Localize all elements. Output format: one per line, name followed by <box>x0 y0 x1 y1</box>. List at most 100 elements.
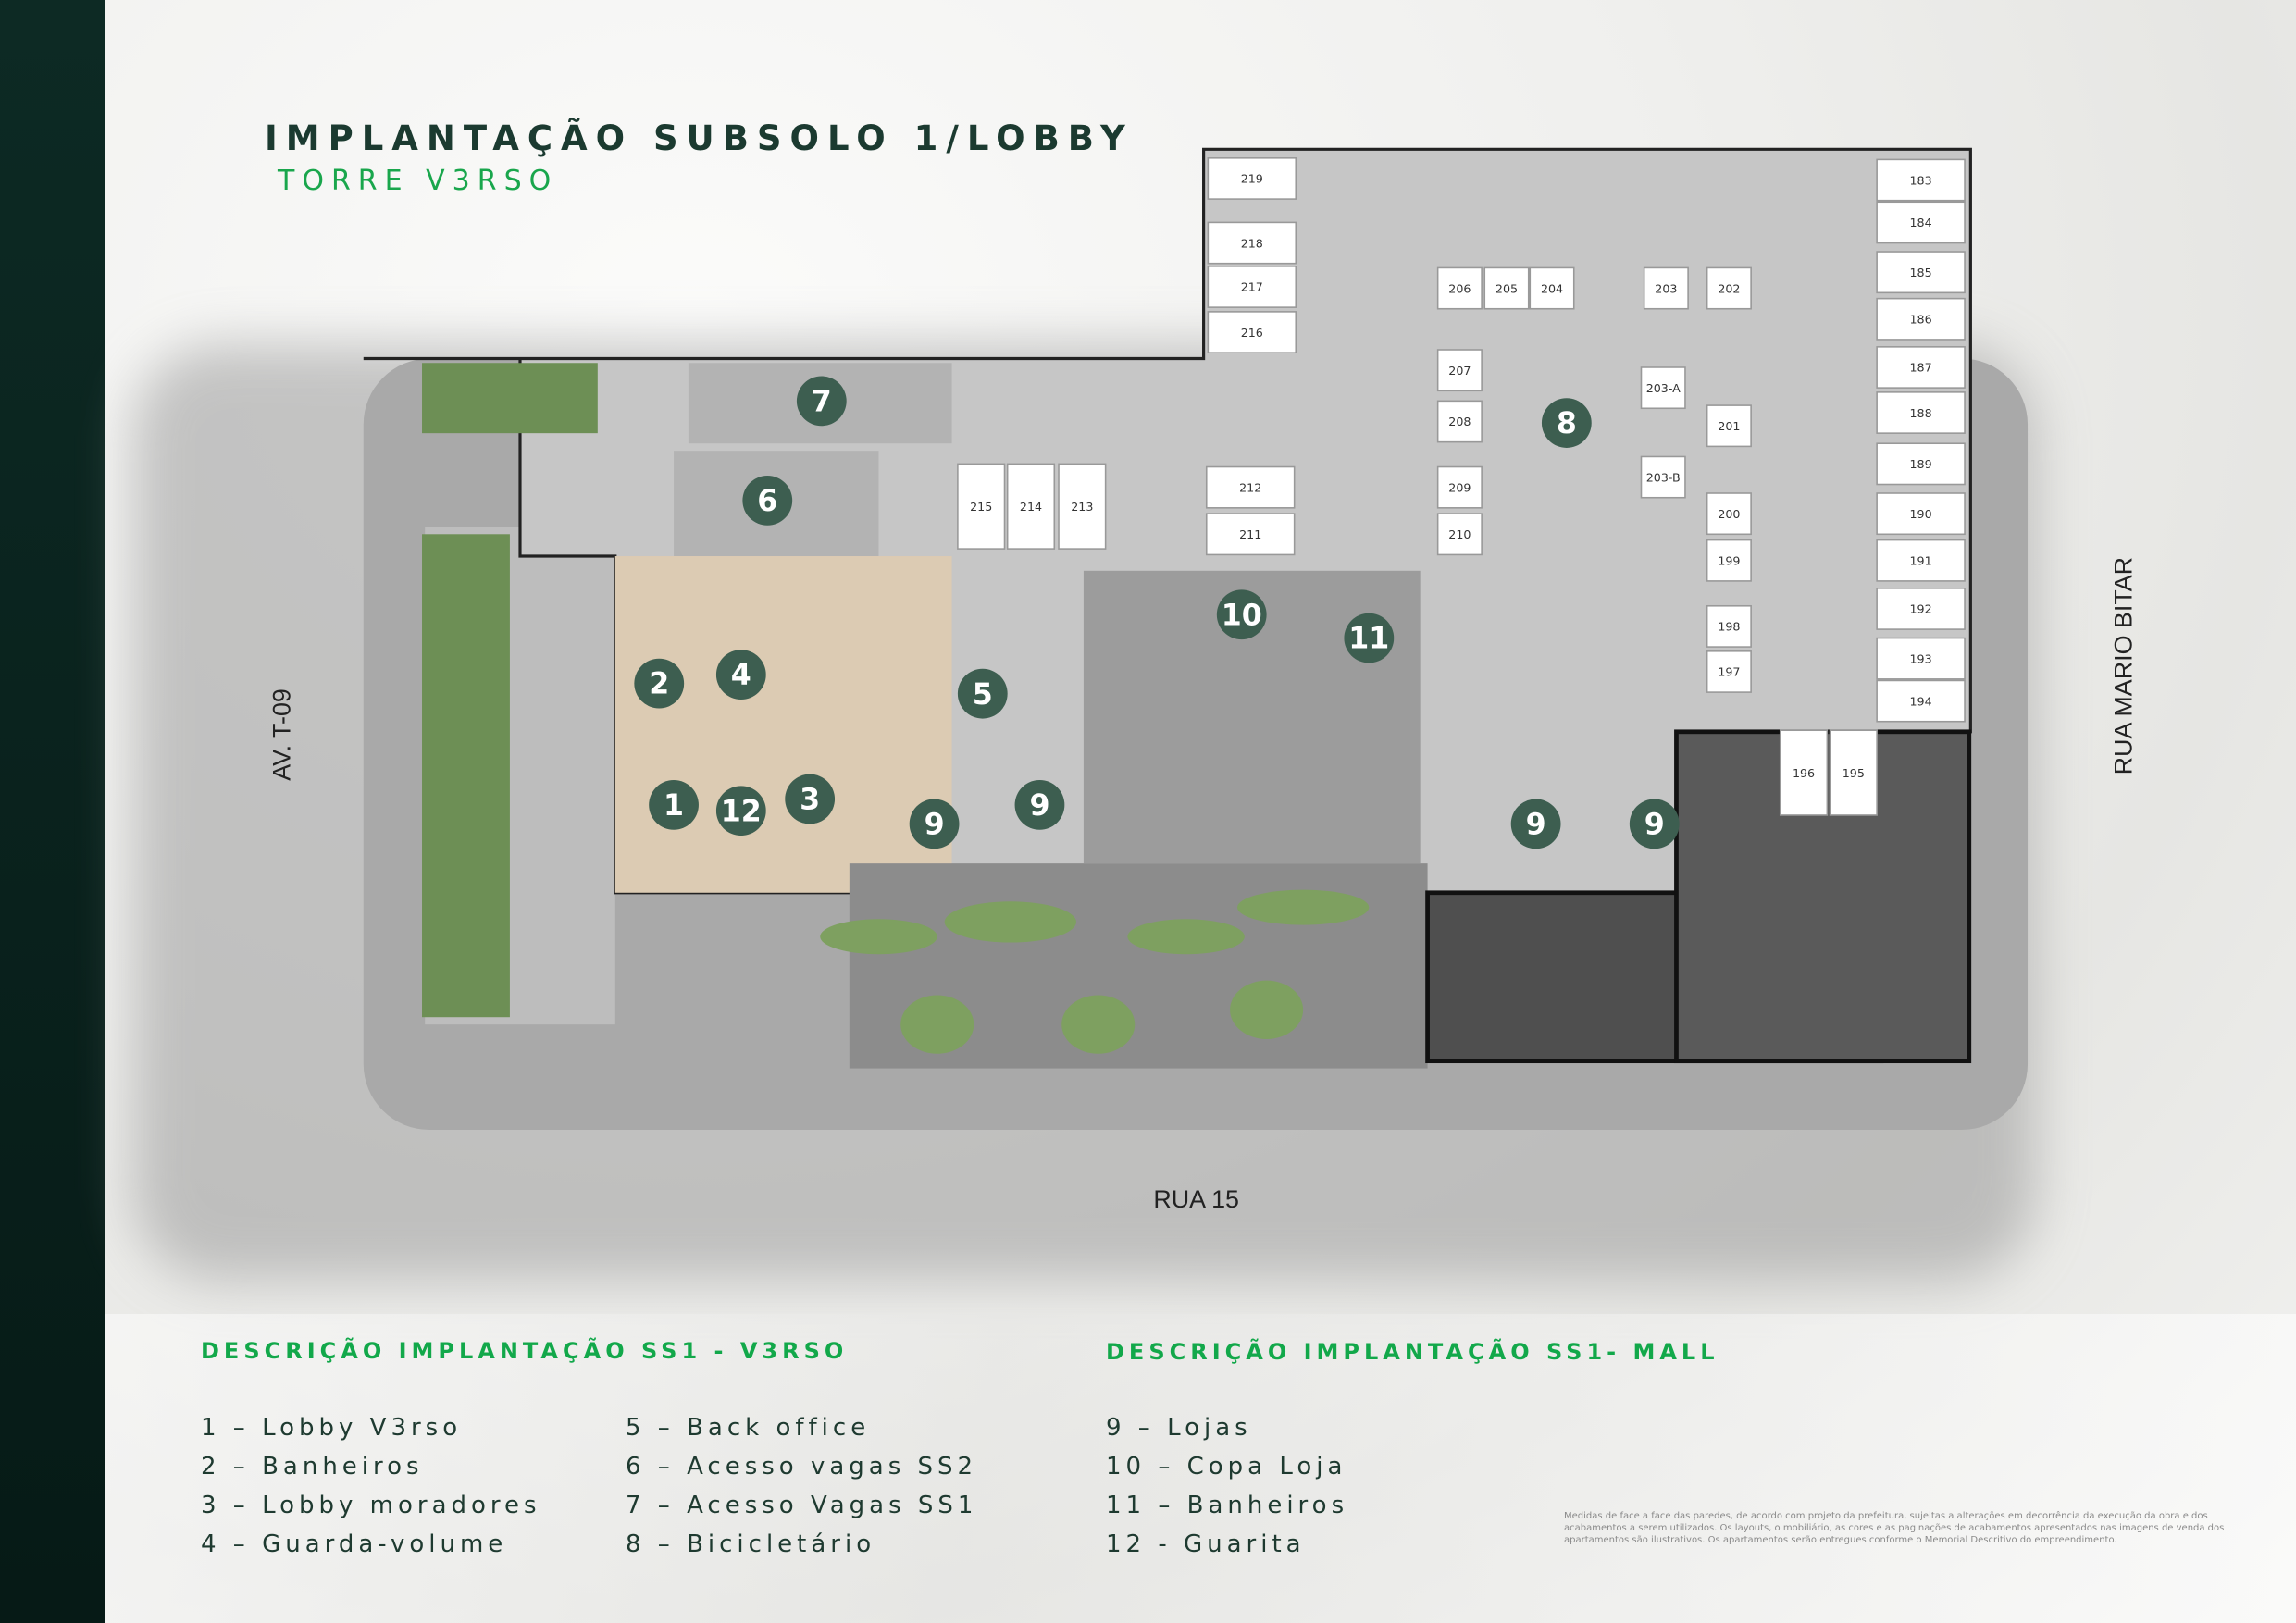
parking-spot-number: 205 <box>1496 281 1518 295</box>
legend-heading-mall: DESCRIÇÃO IMPLANTAÇÃO SS1- MALL <box>1106 1339 1719 1365</box>
parking-spot <box>1706 539 1752 582</box>
area-marker <box>742 476 793 526</box>
area-marker-number: 6 <box>757 485 777 518</box>
area-marker <box>785 774 836 824</box>
parking-spot-number: 203-B <box>1646 470 1681 484</box>
parking-spot <box>1876 346 1966 389</box>
area-marker-number: 2 <box>649 668 669 701</box>
page-subtitle: TORRE V3RSO <box>278 165 559 197</box>
parking-spot <box>1006 463 1056 550</box>
parking-spot <box>1779 729 1829 816</box>
area-marker-number: 3 <box>800 784 820 817</box>
parking-spot-number: 197 <box>1718 665 1740 679</box>
parking-spot-number: 192 <box>1910 602 1932 616</box>
area-marker-number: 7 <box>812 385 832 418</box>
sidebar-band <box>0 0 105 1623</box>
parking-spot <box>1483 266 1530 310</box>
parking-spot <box>1436 513 1483 556</box>
parking-spot-number: 203 <box>1655 281 1677 295</box>
area-marker-number: 9 <box>1526 809 1546 842</box>
parking-spot <box>1829 729 1878 816</box>
parking-spot <box>1205 513 1296 556</box>
parking-spot <box>1207 266 1297 308</box>
parking-spot <box>1058 463 1107 550</box>
area-marker <box>715 786 766 836</box>
parking-spot-number: 183 <box>1910 173 1932 187</box>
legend-item: 9 – Lojas <box>1106 1414 1252 1442</box>
parking-spot-number: 216 <box>1241 326 1263 340</box>
page-title: IMPLANTAÇÃO SUBSOLO 1/LOBBY <box>265 118 1134 158</box>
parking-spot <box>1706 404 1752 448</box>
parking-spot-number: 219 <box>1241 172 1263 186</box>
parking-spot-number: 193 <box>1910 651 1932 665</box>
parking-spot-number: 190 <box>1910 507 1932 521</box>
area-marker <box>796 376 847 427</box>
area-marker-number: 8 <box>1557 407 1577 440</box>
legend-item: 2 – Banheiros <box>201 1453 424 1481</box>
parking-spot-number: 201 <box>1718 419 1740 433</box>
garden-left <box>422 534 510 1018</box>
parking-spot-number: 203-A <box>1646 381 1681 395</box>
area-marker-number: 4 <box>731 659 751 692</box>
legend-item: 8 – Bicicletário <box>626 1530 876 1558</box>
parking-spot <box>1706 266 1752 310</box>
street-label-rua-15: RUA 15 <box>1153 1185 1239 1213</box>
parking-spot-number: 184 <box>1910 216 1932 229</box>
area-marker <box>1344 613 1395 663</box>
parking-spot <box>1876 679 1966 723</box>
parking-spot <box>1706 492 1752 536</box>
parking-spot <box>1207 311 1297 353</box>
parking-spot <box>1436 266 1483 310</box>
parking-spot-number: 191 <box>1910 553 1932 567</box>
parking-spot <box>1876 251 1966 294</box>
area-marker <box>1629 799 1680 849</box>
area-marker <box>715 650 766 700</box>
lobby-floor <box>614 556 952 893</box>
parking-spot-number: 206 <box>1448 281 1471 295</box>
parking-spot-number: 185 <box>1910 266 1932 279</box>
legend-item: 3 – Lobby moradores <box>201 1492 541 1519</box>
adjacent-block-2 <box>1674 729 1972 1064</box>
area-marker-number: 1 <box>664 789 684 823</box>
legend-item: 11 – Banheiros <box>1106 1492 1349 1519</box>
legend-panel <box>105 1314 2296 1623</box>
parking-spot <box>1876 492 1966 536</box>
parking-spot-number: 187 <box>1910 361 1932 375</box>
parking-spot <box>957 463 1006 550</box>
parking-spot-number: 198 <box>1718 620 1740 634</box>
area-marker <box>649 779 699 830</box>
garden-top <box>422 363 598 434</box>
parking-spot-number: 217 <box>1241 280 1263 294</box>
parking-spot-number: 189 <box>1910 457 1932 471</box>
parking-spot-number: 194 <box>1910 694 1932 708</box>
parking-spot-number: 200 <box>1718 507 1740 521</box>
area-marker <box>1541 398 1592 448</box>
parking-spot <box>1876 297 1966 341</box>
area-marker-number: 11 <box>1348 623 1389 656</box>
parking-spot <box>1205 465 1296 509</box>
area-marker-number: 12 <box>721 795 762 828</box>
parking-spot-number: 199 <box>1718 553 1740 567</box>
parking-spot-number: 207 <box>1448 364 1471 378</box>
area-marker <box>634 658 685 709</box>
parking-spot-number: 209 <box>1448 480 1471 494</box>
parking-spot-number: 204 <box>1541 281 1563 295</box>
parking-spot <box>1640 366 1686 410</box>
parking-spot <box>1643 266 1689 310</box>
parking-spot-number: 214 <box>1020 500 1042 514</box>
area-marker <box>1014 779 1065 830</box>
area-marker-number: 9 <box>1029 789 1049 823</box>
disclaimer: Medidas de face a face das paredes, de a… <box>1564 1511 2225 1545</box>
parking-spot <box>1876 442 1966 486</box>
parking-spot <box>1706 650 1752 693</box>
parking-spot <box>1706 604 1752 648</box>
parking-spot <box>1876 201 1966 244</box>
parking-spot <box>1876 539 1966 582</box>
plaza-gardens <box>820 889 1370 1054</box>
parking-spot-number: 218 <box>1241 236 1263 250</box>
parking-spot-number: 211 <box>1239 527 1261 541</box>
parking-spot <box>1207 221 1297 265</box>
parking-spot <box>1876 158 1966 202</box>
legend-item: 1 – Lobby V3rso <box>201 1414 463 1442</box>
